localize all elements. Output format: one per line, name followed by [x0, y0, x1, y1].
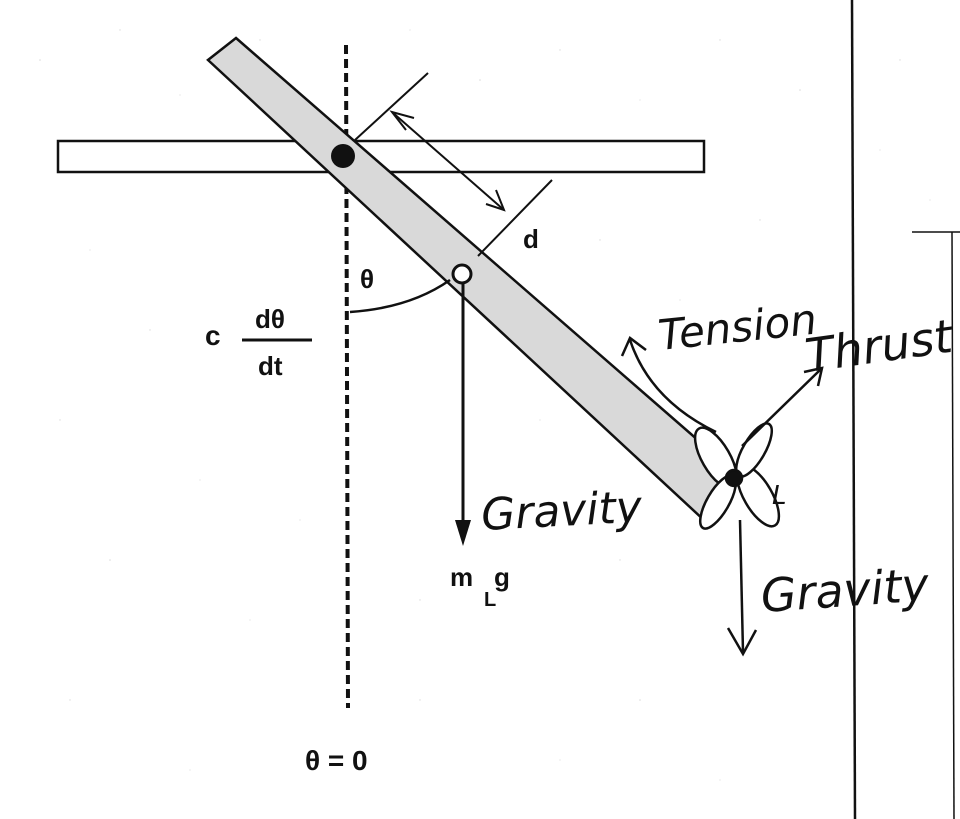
tension-arrow: [628, 339, 717, 434]
label-thrust: Thrust: [802, 309, 957, 383]
thrust-arrow: [741, 369, 821, 447]
pivot-point: [331, 144, 355, 168]
label-damping-coef: c: [205, 320, 221, 351]
page-border-line: [850, 0, 857, 819]
label-mass-m: m: [450, 562, 473, 592]
label-mass-g: g: [494, 562, 510, 592]
distance-dimension: [354, 72, 553, 257]
label-theta-zero: θ = 0: [305, 745, 368, 776]
thrust-arrowhead: [803, 366, 824, 387]
label-theta: θ: [360, 264, 374, 294]
label-gravity-rotor: Gravity: [759, 557, 931, 623]
gravity-arrow-rotor: [738, 519, 745, 653]
angle-arc: [349, 278, 451, 314]
center-of-mass: [451, 263, 473, 285]
label-tension: Tension: [656, 295, 819, 360]
label-damping-num: dθ: [255, 304, 285, 334]
label-damping-den: dt: [258, 351, 283, 381]
gravity-arrowhead-rotor: [726, 627, 758, 657]
label-d: d: [523, 224, 539, 254]
label-mass-sub: L: [484, 589, 496, 611]
vertical-reference-line: [344, 44, 350, 709]
label-gravity-center: Gravity: [480, 482, 644, 541]
propeller-icon: [693, 422, 781, 530]
gravity-arrowhead-center: [455, 520, 471, 546]
page-border-line-inner-vert: [951, 231, 955, 819]
label-rotor-L: L: [772, 481, 787, 511]
paper-texture: [39, 29, 931, 781]
tension-arrowhead: [620, 336, 647, 357]
